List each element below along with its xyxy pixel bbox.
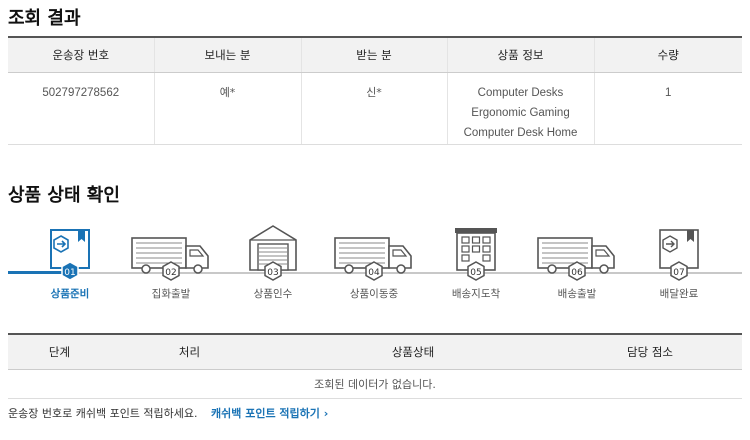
step-05: 05 배송지도착 <box>431 222 521 301</box>
step-number: 01 <box>64 268 75 278</box>
step-07: 07 배달완료 <box>634 222 724 301</box>
step-label: 상품이동중 <box>349 288 399 300</box>
empty-message: 조회된 데이터가 없습니다. <box>8 369 742 399</box>
sender-name: 예* <box>153 72 301 145</box>
step-label: 상품준비 <box>50 288 90 300</box>
step-01: 01 상품준비 <box>25 222 115 301</box>
step-03: 03 상품인수 <box>228 222 318 301</box>
header-quantity: 수량 <box>593 36 742 73</box>
header-product-status: 상품상태 <box>268 333 558 370</box>
status-check-title: 상품 상태 확인 <box>8 185 120 206</box>
cashback-link-label: 캐쉬백 포인트 적립하기 <box>211 407 320 420</box>
product-line: Ergonomic Gaming <box>471 107 570 119</box>
step-label: 상품인수 <box>253 288 293 300</box>
truck-icon: 02 <box>131 237 209 281</box>
cashback-link[interactable]: 캐쉬백 포인트 적립하기 › <box>211 407 328 420</box>
header-branch: 담당 점소 <box>558 333 742 370</box>
result-title: 조회 결과 <box>8 8 81 29</box>
quantity: 1 <box>593 72 742 145</box>
product-info: Computer Desks Ergonomic Gaming Computer… <box>446 72 594 145</box>
step-06: 06 배송출발 <box>532 222 622 301</box>
header-process: 처리 <box>111 333 268 370</box>
header-tracking-no: 운송장 번호 <box>8 36 154 73</box>
step-number: 06 <box>571 268 583 278</box>
status-table: 단계 처리 상품상태 담당 점소 조회된 데이터가 없습니다. <box>8 333 742 399</box>
step-number: 02 <box>165 268 176 278</box>
building-icon: 05 <box>455 228 497 281</box>
tracking-progress: 01 상품준비 02 집화출발 03 상품인수 <box>0 222 750 310</box>
header-sender: 보내는 분 <box>153 36 301 73</box>
result-table: 운송장 번호 보내는 분 받는 분 상품 정보 수량 502797278562 … <box>8 36 742 145</box>
step-04: 04 상품이동중 <box>329 222 419 301</box>
product-line: Computer Desk Home <box>463 127 578 139</box>
result-header-row: 운송장 번호 보내는 분 받는 분 상품 정보 수량 <box>8 36 742 73</box>
step-label: 배송출발 <box>557 288 597 300</box>
header-receiver: 받는 분 <box>300 36 447 73</box>
progress-line-active <box>8 271 74 274</box>
table-row: 502797278562 예* 신* Computer Desks Ergono… <box>8 72 742 145</box>
status-header-row: 단계 처리 상품상태 담당 점소 <box>8 333 742 370</box>
truck-icon: 04 <box>334 237 412 281</box>
box-arrow-icon: 07 <box>659 229 699 281</box>
warehouse-icon: 03 <box>249 225 297 281</box>
box-arrow-icon: 01 <box>50 229 90 281</box>
step-02: 02 집화출발 <box>126 222 216 301</box>
step-label: 배송지도착 <box>451 288 501 300</box>
header-stage: 단계 <box>8 333 111 370</box>
product-line: Computer Desks <box>477 87 564 99</box>
chevron-right-icon: › <box>323 407 329 420</box>
step-label: 집화출발 <box>151 288 191 300</box>
step-number: 04 <box>368 268 380 278</box>
cashback-text: 운송장 번호로 캐쉬백 포인트 적립하세요. <box>8 407 198 420</box>
truck-icon: 06 <box>537 237 615 281</box>
step-number: 07 <box>673 268 684 278</box>
step-number: 03 <box>267 268 278 278</box>
step-label: 배달완료 <box>659 288 699 300</box>
receiver-name: 신* <box>300 72 447 145</box>
table-row: 조회된 데이터가 없습니다. <box>8 369 742 399</box>
header-product-info: 상품 정보 <box>446 36 594 73</box>
step-number: 05 <box>470 268 481 278</box>
tracking-number: 502797278562 <box>8 72 154 145</box>
cashback-footer: 운송장 번호로 캐쉬백 포인트 적립하세요. 캐쉬백 포인트 적립하기 › <box>8 405 328 421</box>
